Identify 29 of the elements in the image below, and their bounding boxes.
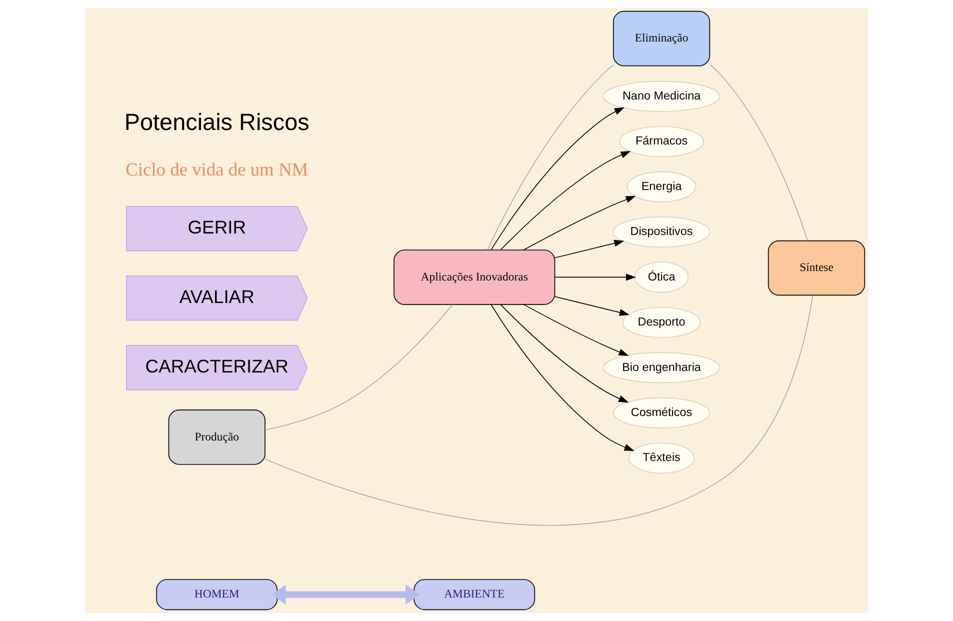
node-ellipse: Cosméticos xyxy=(613,397,710,428)
connector xyxy=(264,304,453,430)
node-box: AMBIENTE xyxy=(414,579,536,610)
arrow xyxy=(500,304,629,403)
node-box: HOMEM xyxy=(156,579,278,610)
connector xyxy=(264,295,814,526)
node-box: Aplicações Inovadoras xyxy=(394,250,556,305)
node-ellipse: Desporto xyxy=(622,306,701,338)
node-ellipse: Ótica xyxy=(634,262,689,293)
node-ellipse: Nano Medicina xyxy=(602,80,720,112)
node-ellipse: Energia xyxy=(626,171,696,202)
arrow xyxy=(554,274,636,281)
arrow xyxy=(272,584,420,605)
connector xyxy=(487,64,614,250)
arrow xyxy=(554,240,624,258)
arrow xyxy=(490,107,625,250)
connector xyxy=(709,64,808,242)
node-ellipse: Bio engenharia xyxy=(602,352,720,384)
arrow xyxy=(523,196,636,250)
arrow xyxy=(554,296,630,316)
arrow xyxy=(490,304,634,451)
node-ellipse: Têxteis xyxy=(628,442,695,474)
arrow xyxy=(523,304,629,356)
node-box: Produção xyxy=(168,410,266,465)
node-box: Síntese xyxy=(768,240,866,296)
label: Potenciais Riscos xyxy=(124,108,310,135)
node-box: Eliminação xyxy=(612,10,710,66)
label: Ciclo de vida de um NM xyxy=(126,160,308,180)
arrow xyxy=(500,151,631,250)
